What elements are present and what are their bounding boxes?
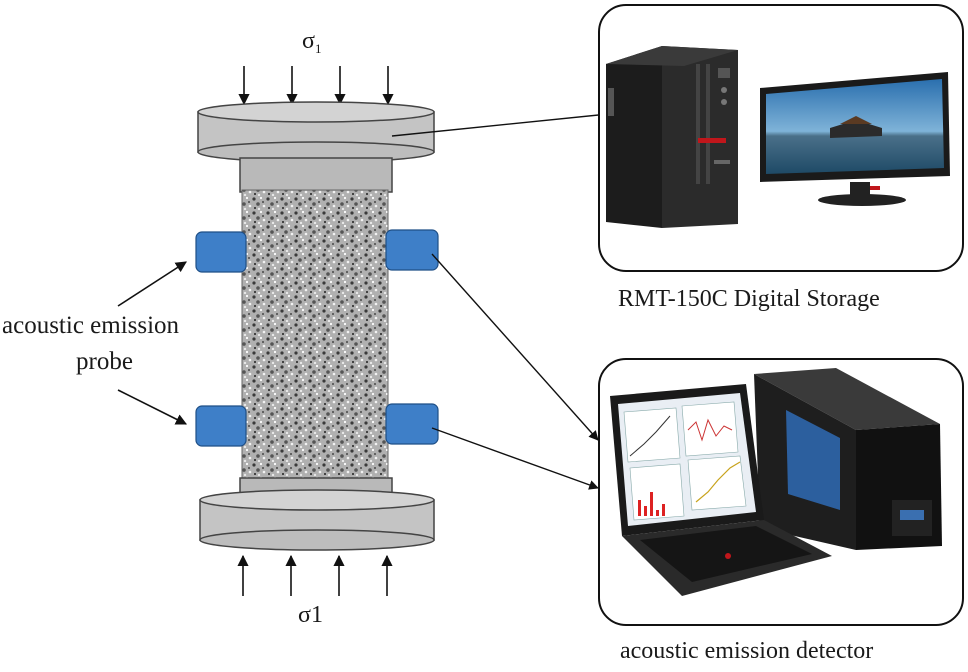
- desktop-computer-icon: [606, 46, 950, 228]
- probe-label-line2: probe: [76, 348, 133, 375]
- probe-upper-left: [195, 231, 247, 273]
- top-load-arrows: [238, 66, 394, 106]
- connection-arrows: [391, 108, 629, 490]
- rock-specimen: [241, 189, 389, 481]
- bottom-load-arrows: [237, 554, 393, 596]
- pc-tower: [606, 46, 738, 228]
- monitor: [760, 72, 950, 206]
- probe-lower-right: [385, 403, 439, 445]
- probe-upper-right: [385, 229, 439, 271]
- probe-pointer-arrows: [117, 261, 188, 425]
- digital-storage-frame: [598, 4, 964, 272]
- acoustic-detector-frame: [598, 358, 964, 626]
- probe-lower-left: [195, 405, 247, 447]
- sigma-top-label: σ1: [302, 28, 322, 56]
- top-platen: [197, 101, 435, 193]
- detector-unit: [754, 368, 942, 550]
- bottom-platen: [199, 477, 435, 551]
- acoustic-probes: [195, 229, 439, 447]
- probe-label-line1: acoustic emission: [2, 312, 180, 339]
- laptop-detector-icon: [610, 368, 942, 596]
- detector-caption: acoustic emission detector: [620, 638, 874, 664]
- laptop: [610, 384, 832, 596]
- storage-caption: RMT-150C Digital Storage: [618, 286, 880, 312]
- sigma-bottom-label: σ1: [298, 602, 323, 628]
